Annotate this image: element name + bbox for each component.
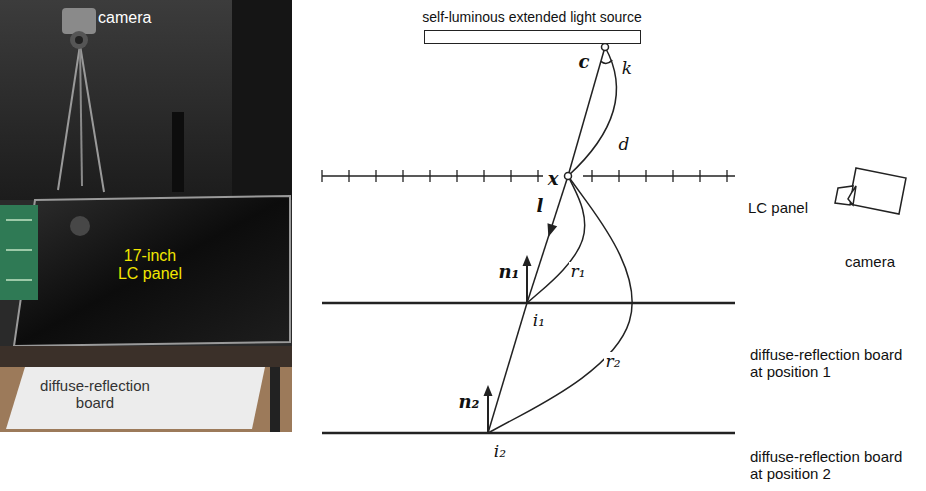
camera-icon xyxy=(849,168,906,214)
part-label: camera xyxy=(845,253,895,270)
photo xyxy=(6,219,32,221)
camera-icon xyxy=(848,186,856,205)
photo xyxy=(232,0,292,200)
normal-arrow xyxy=(487,394,489,433)
lens-reflection xyxy=(70,216,90,236)
arrowhead xyxy=(484,385,493,396)
angle-arc xyxy=(601,60,612,63)
panel-ticks xyxy=(322,170,727,182)
photo-label: camera xyxy=(98,9,151,27)
lc-panel-line xyxy=(583,175,735,177)
arrowhead xyxy=(523,255,532,266)
light-source-bar xyxy=(424,30,641,44)
panel-ticks xyxy=(618,170,619,182)
tripod-camera xyxy=(58,8,104,192)
angle-symbol: k xyxy=(620,59,634,79)
vector-symbol: l xyxy=(535,196,546,217)
floor xyxy=(0,367,292,432)
normal-arrow xyxy=(526,264,528,303)
distance-symbol: d xyxy=(617,135,632,155)
vector-symbol: c xyxy=(577,52,592,73)
part-label: LC panel xyxy=(748,199,808,216)
panel-ticks xyxy=(672,170,673,182)
tripod-camera xyxy=(80,45,82,186)
point xyxy=(602,44,609,51)
ray-line xyxy=(488,303,527,433)
panel-ticks xyxy=(699,170,700,182)
distance-symbol: r₁ xyxy=(569,262,588,282)
intensity-symbol: i₁ xyxy=(531,311,547,331)
photo xyxy=(0,0,292,200)
arrowhead xyxy=(548,224,556,235)
lc-panel-line xyxy=(322,175,543,177)
photo xyxy=(6,249,32,251)
vector-symbol: n₁ xyxy=(497,262,522,283)
source-title: self-luminous extended light source xyxy=(422,9,641,25)
panel-ticks xyxy=(375,170,376,182)
panel-ticks xyxy=(537,170,538,182)
board-line xyxy=(322,432,735,435)
cylinder xyxy=(172,112,184,192)
panel-ticks xyxy=(726,170,727,182)
panel-ticks xyxy=(429,170,430,182)
photo-label: diffuse-reflection board xyxy=(33,377,158,412)
panel-ticks xyxy=(591,170,592,182)
panel-ticks xyxy=(645,170,646,182)
table xyxy=(0,346,292,367)
tripod-camera xyxy=(80,45,104,192)
part-label: diffuse-reflection board at position 2 xyxy=(750,448,910,483)
distance-curve xyxy=(568,47,616,176)
photo xyxy=(0,0,292,432)
distance-curve xyxy=(488,176,632,433)
intensity-symbol: i₂ xyxy=(492,442,508,462)
panel-ticks xyxy=(321,170,322,182)
panel-ticks xyxy=(510,170,511,182)
circuit-board xyxy=(0,205,38,300)
board-photo xyxy=(6,367,265,429)
panel-ticks xyxy=(402,170,403,182)
distance-curve xyxy=(527,176,585,303)
panel-ticks xyxy=(483,170,484,182)
tripod-camera xyxy=(58,45,80,190)
tripod-camera xyxy=(75,36,83,44)
lc-panel-photo xyxy=(14,196,290,346)
panel-ticks xyxy=(456,170,457,182)
distance-symbol: r₂ xyxy=(604,352,623,372)
tripod-camera xyxy=(62,8,96,34)
photo xyxy=(6,279,32,281)
light-source: self-luminous extended light source xyxy=(422,9,641,44)
vector-symbol: x xyxy=(546,169,561,190)
table-leg xyxy=(270,367,280,432)
camera-icon xyxy=(835,168,906,214)
part-label: diffuse-reflection board at position 1 xyxy=(750,346,910,381)
photo-label: 17-inch LC panel xyxy=(114,247,186,284)
photo xyxy=(0,0,292,432)
vector-symbol: n₂ xyxy=(457,392,482,413)
ray-line xyxy=(527,176,568,303)
tripod-camera xyxy=(70,31,88,49)
panel-ticks xyxy=(348,170,349,182)
point xyxy=(565,173,572,180)
